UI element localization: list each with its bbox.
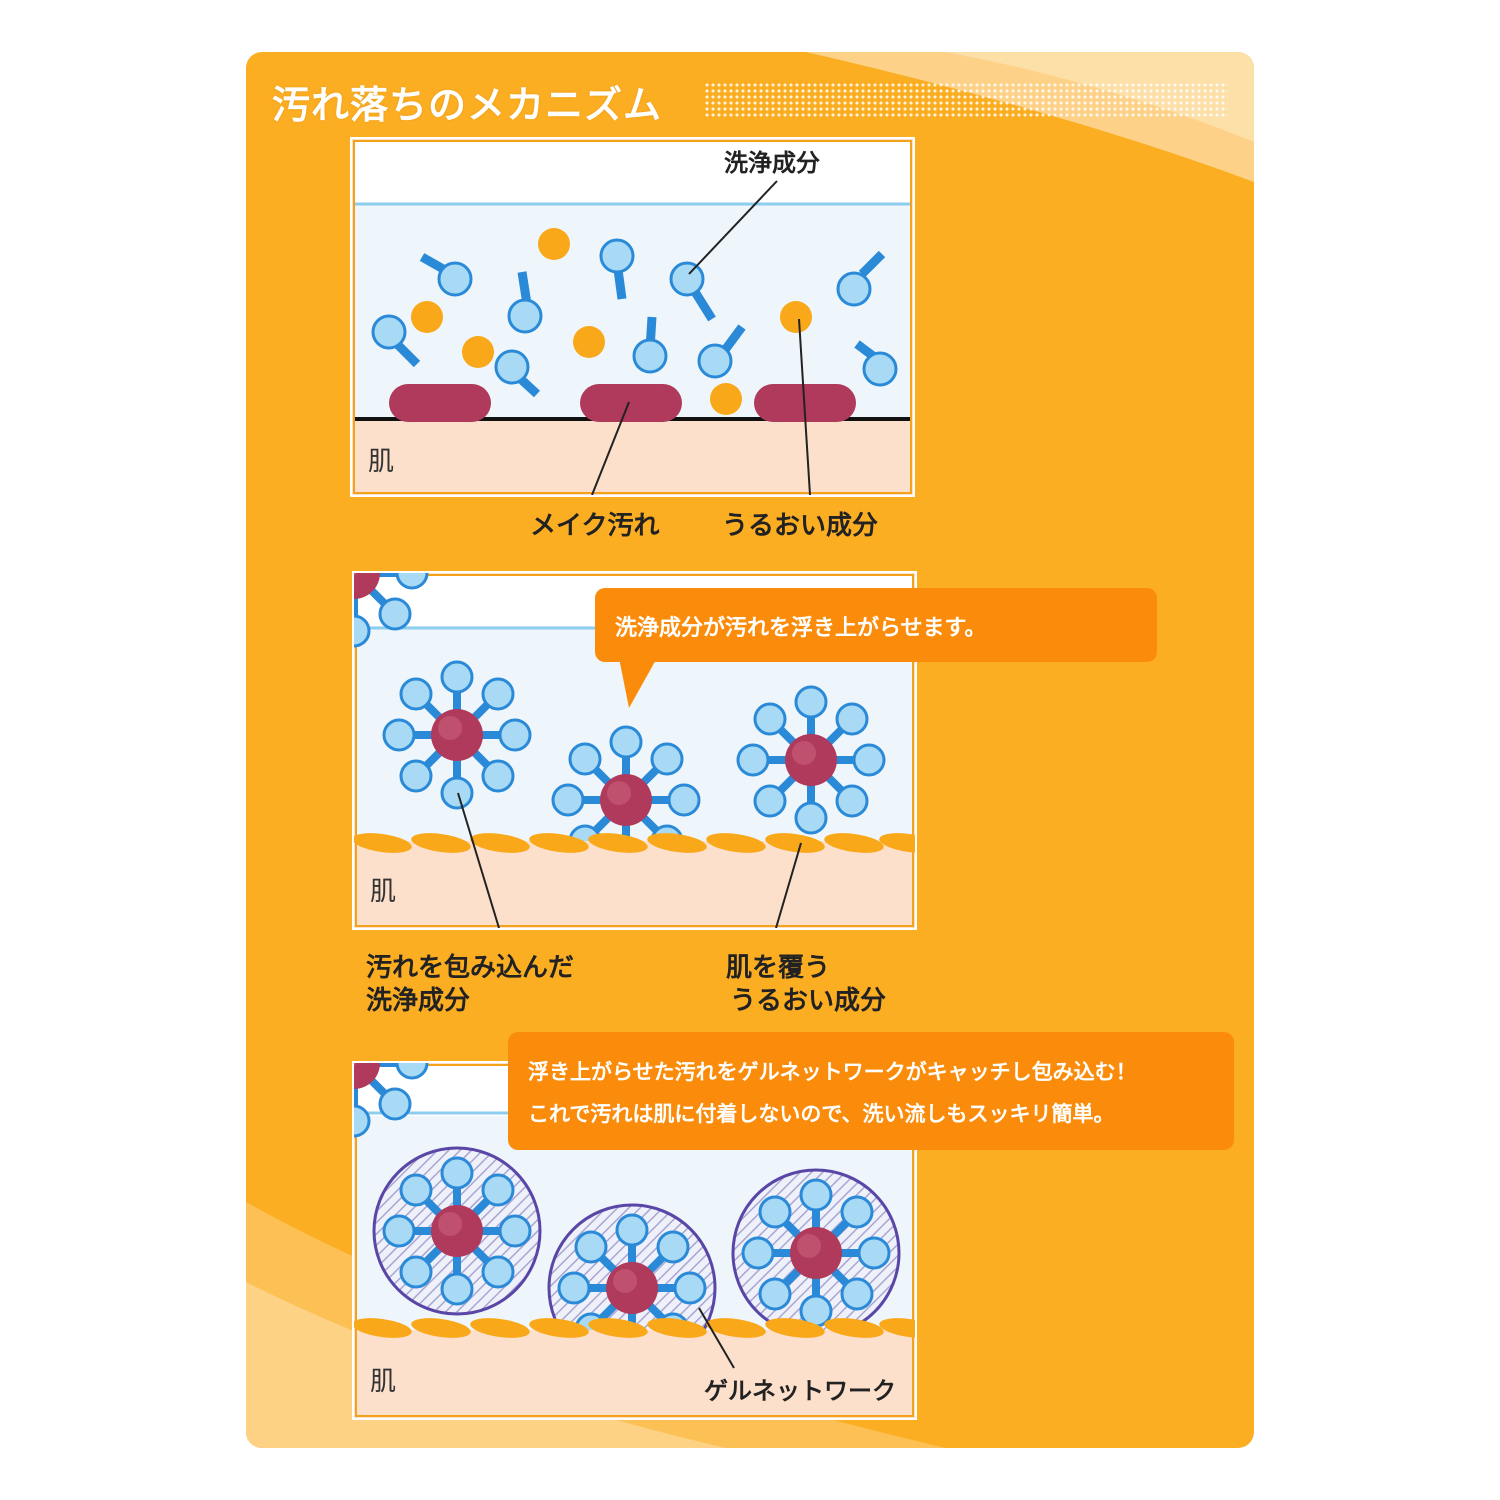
callout-gel-network-catch: 浮き上がらせた汚れをゲルネットワークがキャッチし包み込む！ これで汚れは肌に付着… [508, 1032, 1234, 1150]
cleansing-ingredient-label: 洗浄成分 [724, 149, 820, 177]
skin-covering-label-line2: うるおい成分 [730, 986, 887, 1016]
moisture-ingredient-label: うるおい成分 [722, 511, 879, 541]
callout-gel-line1: 浮き上がらせた汚れをゲルネットワークがキャッチし包み込む！ [528, 1060, 1137, 1084]
wrapped-dirt-label-line2: 洗浄成分 [366, 986, 471, 1016]
makeup-dirt-label: メイク汚れ [530, 511, 660, 541]
skin-covering-label-line1: 肌を覆う [726, 953, 831, 983]
gel-network-label: ゲルネットワーク [704, 1377, 896, 1405]
callout-lift-dirt: 洗浄成分が汚れを浮き上がらせます。 [595, 588, 1157, 708]
dot-pattern-decoration [704, 82, 1228, 118]
skin-label: 肌 [368, 447, 395, 477]
skin-covering-moisture-label: 肌を覆う うるおい成分 [726, 952, 886, 1018]
panel-1-diagram: 肌 洗浄成分 [350, 137, 915, 497]
page-title: 汚れ落ちのメカニズム [272, 83, 663, 127]
panel-3-illustration [354, 1063, 915, 1415]
wrapped-dirt-label-line1: 汚れを包み込んだ [366, 953, 575, 983]
wrapped-dirt-label: 汚れを包み込んだ 洗浄成分 [366, 952, 574, 1018]
callout-pointer [619, 658, 657, 708]
skin-label: 肌 [370, 877, 397, 907]
panel-3-diagram: 肌 ゲルネットワーク [352, 1061, 917, 1420]
panel-1-illustration [355, 142, 910, 495]
callout-gel-line2: これで汚れは肌に付着しないので、洗い流しもスッキリ簡単。 [528, 1102, 1115, 1126]
skin-label: 肌 [370, 1367, 397, 1397]
callout-lift-dirt-text: 洗浄成分が汚れを浮き上がらせます。 [615, 616, 987, 641]
